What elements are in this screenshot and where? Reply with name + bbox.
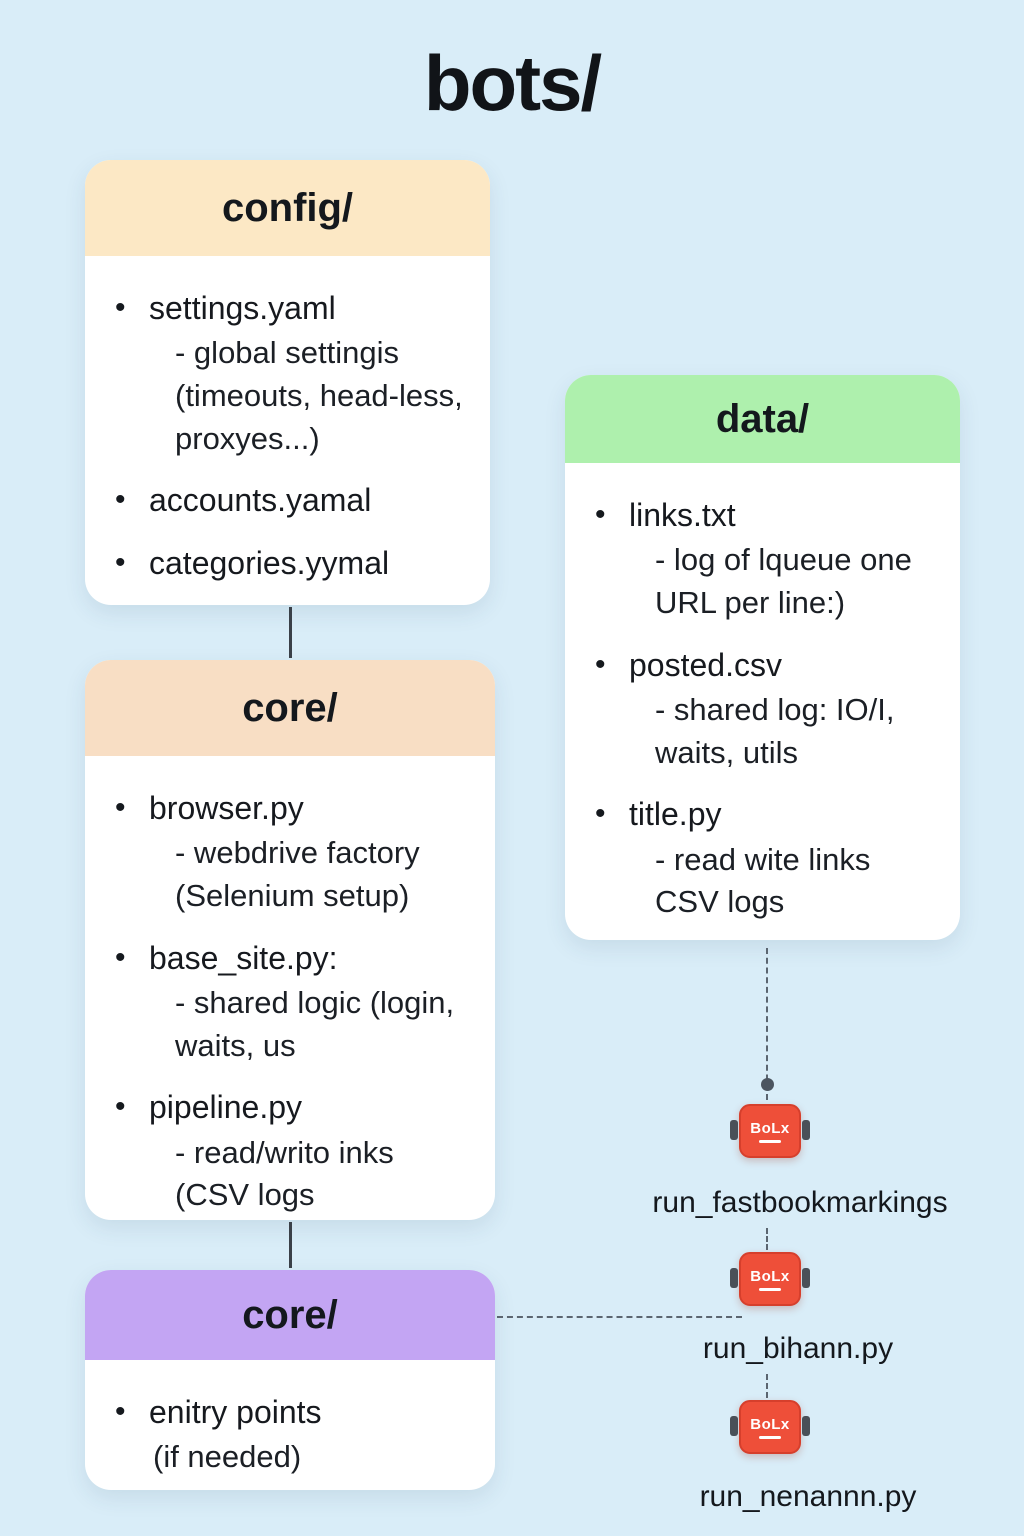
file-description: - shared logic (login, waits, us bbox=[175, 984, 455, 1063]
connector-entry-robot2 bbox=[497, 1316, 742, 1318]
file-name: links.txt bbox=[629, 497, 736, 533]
file-description: - read/writo inks (CSV logs bbox=[175, 1134, 394, 1213]
connector-robot2-robot3 bbox=[766, 1374, 768, 1398]
bullet-icon bbox=[115, 936, 149, 1068]
list-item: title.py - read wite links CSV logs bbox=[595, 792, 934, 924]
robot-badge-label: BoLx bbox=[750, 1267, 790, 1285]
bullet-icon bbox=[115, 1085, 149, 1217]
card-core-title: core/ bbox=[242, 685, 338, 730]
bullet-icon bbox=[115, 786, 149, 918]
file-name: base_site.py: bbox=[149, 939, 338, 976]
card-config-header: config/ bbox=[85, 160, 490, 256]
list-item: settings.yaml - global settingis (timeou… bbox=[115, 286, 464, 460]
card-data-title: data/ bbox=[715, 396, 810, 441]
card-data-header: data/ bbox=[565, 375, 960, 463]
card-entry-header: core/ bbox=[85, 1270, 495, 1360]
bullet-icon bbox=[115, 1390, 149, 1479]
file-name: enitry points bbox=[149, 1394, 322, 1430]
bullet-icon bbox=[595, 643, 629, 775]
file-description: - log of lqueue one URL per line:) bbox=[655, 542, 912, 620]
file-description: - shared log: IO/I, waits, utils bbox=[655, 691, 895, 770]
robot-icon: BoLx bbox=[730, 1252, 810, 1306]
robot-mouth bbox=[759, 1139, 781, 1143]
card-entry: core/ enitry points (if needed) bbox=[85, 1270, 495, 1490]
connector-config-core bbox=[289, 607, 292, 658]
file-name: pipeline.py bbox=[149, 1089, 302, 1126]
card-config: config/ settings.yaml - global settingis… bbox=[85, 160, 490, 605]
file-name: accounts.yamal bbox=[149, 482, 372, 519]
card-core-header: core/ bbox=[85, 660, 495, 756]
connector-robot1-robot2 bbox=[766, 1228, 768, 1250]
file-name: browser.py bbox=[149, 790, 304, 826]
file-name: settings.yaml bbox=[149, 290, 336, 326]
card-config-body: settings.yaml - global settingis (timeou… bbox=[85, 256, 490, 623]
robot-mouth bbox=[759, 1435, 781, 1439]
list-item: categories.yymal bbox=[115, 541, 464, 585]
bullet-icon bbox=[115, 541, 149, 585]
list-item: pipeline.py - read/writo inks (CSV logs bbox=[115, 1085, 469, 1217]
connector-core-entry bbox=[289, 1222, 292, 1268]
list-item: browser.py - webdrive factory (Selenium … bbox=[115, 786, 469, 918]
card-config-title: config/ bbox=[221, 185, 354, 230]
connector-data-robot1 bbox=[766, 948, 768, 1100]
robot-badge-label: BoLx bbox=[750, 1119, 790, 1137]
robot-script-label: run_bihann.py bbox=[702, 1332, 894, 1365]
file-name: posted.csv bbox=[629, 646, 782, 683]
file-description: - global settingis (timeouts, head-less,… bbox=[175, 335, 463, 456]
bullet-icon bbox=[115, 286, 149, 460]
list-item: base_site.py: - shared logic (login, wai… bbox=[115, 936, 469, 1068]
list-item: links.txt - log of lqueue one URL per li… bbox=[595, 493, 934, 625]
list-item: posted.csv - shared log: IO/I, waits, ut… bbox=[595, 643, 934, 775]
bullet-icon bbox=[595, 792, 629, 924]
file-description: (if needed) bbox=[153, 1439, 302, 1475]
robot-icon: BoLx bbox=[730, 1400, 810, 1454]
card-core: core/ browser.py - webdrive factory (Sel… bbox=[85, 660, 495, 1220]
robot-icon: BoLx bbox=[730, 1104, 810, 1158]
list-item: accounts.yamal bbox=[115, 478, 464, 522]
robot-script-label: run_fastbookmarkings bbox=[652, 1186, 948, 1219]
card-entry-title: core/ bbox=[242, 1292, 338, 1337]
card-entry-body: enitry points (if needed) bbox=[85, 1360, 495, 1517]
bullet-icon bbox=[115, 478, 149, 522]
robot-mouth bbox=[759, 1287, 781, 1291]
bullet-icon bbox=[595, 493, 629, 625]
file-name: categories.yymal bbox=[149, 544, 390, 581]
page-title: bots/ bbox=[423, 39, 602, 127]
robot-badge-label: BoLx bbox=[750, 1415, 790, 1433]
card-data: data/ links.txt - log of lqueue one URL … bbox=[565, 375, 960, 940]
file-description: - read wite links CSV logs bbox=[655, 841, 871, 920]
list-item: enitry points (if needed) bbox=[115, 1390, 469, 1479]
robot-script-label: run_nenannn.py bbox=[699, 1480, 917, 1513]
file-name: title.py bbox=[629, 796, 722, 833]
card-data-body: links.txt - log of lqueue one URL per li… bbox=[565, 463, 960, 962]
connector-dot bbox=[761, 1078, 774, 1091]
file-description: - webdrive factory (Selenium setup) bbox=[175, 835, 420, 913]
card-core-body: browser.py - webdrive factory (Selenium … bbox=[85, 756, 495, 1255]
